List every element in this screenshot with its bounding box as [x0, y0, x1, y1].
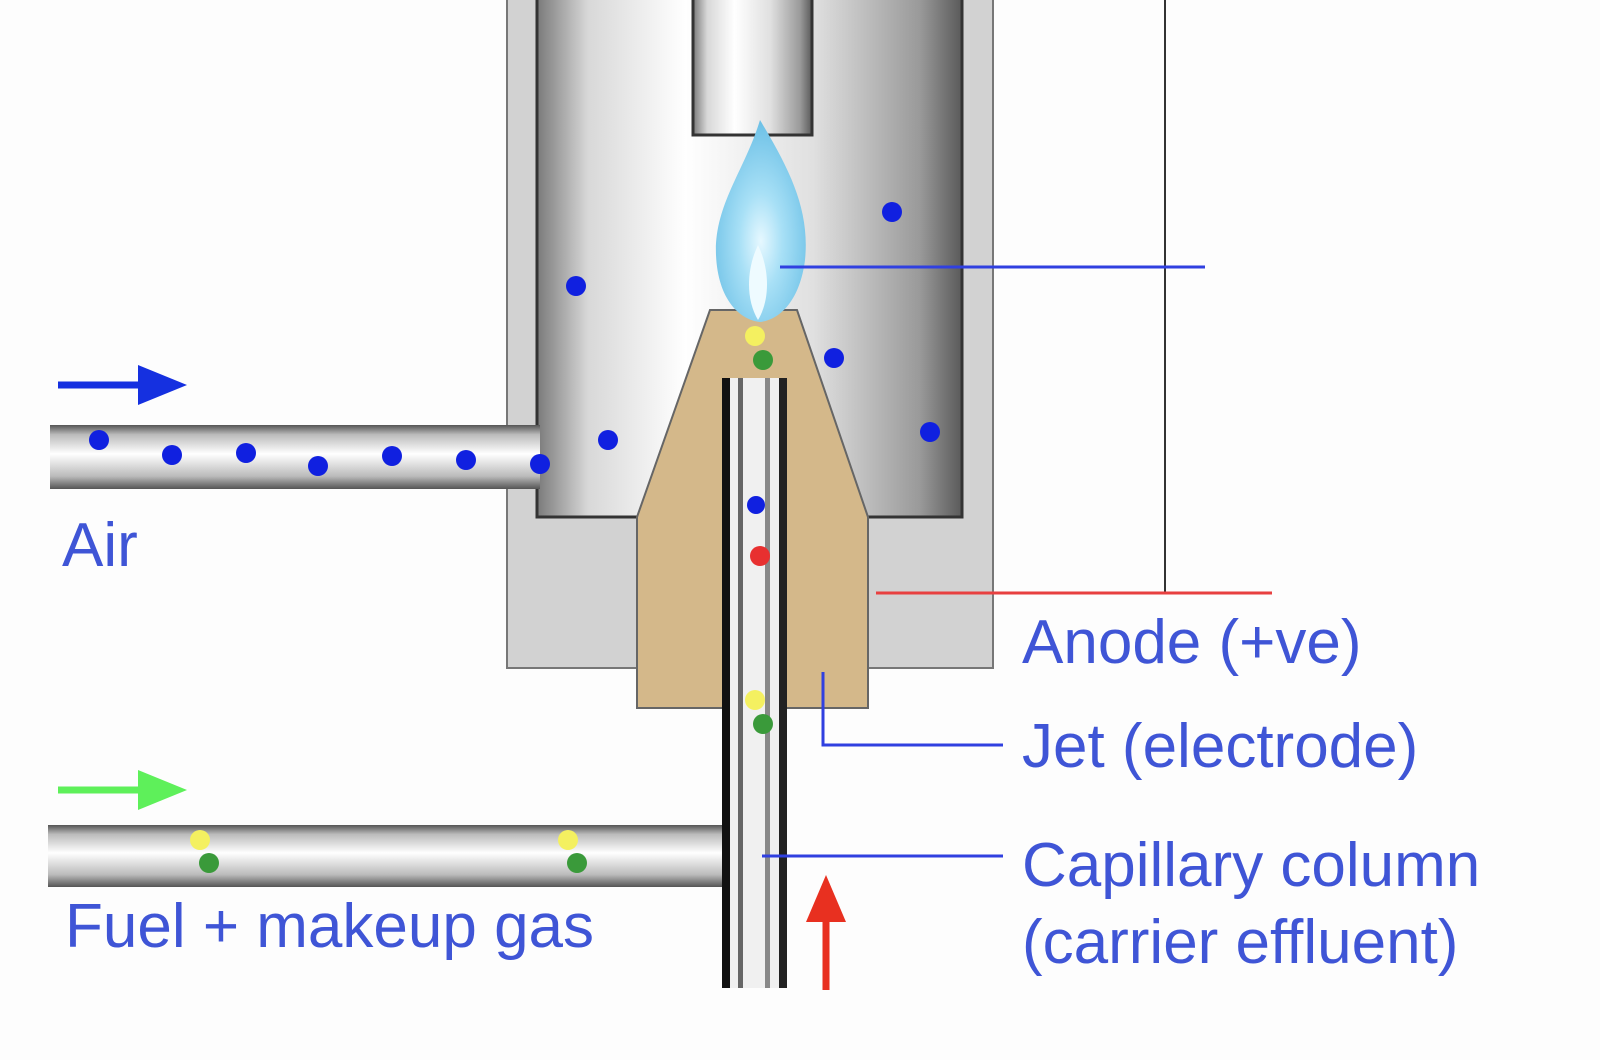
air-arrow-icon	[58, 365, 187, 405]
flame-icon	[715, 120, 806, 322]
capillary-sub-label: (carrier effluent)	[1022, 908, 1458, 977]
capillary-column	[722, 378, 787, 988]
jet-label: Jet (electrode)	[1022, 712, 1418, 781]
air-label: Air	[62, 511, 138, 580]
jet-leader	[821, 672, 1003, 747]
fuel-molecules	[190, 326, 773, 873]
capillary-label: Capillary column	[1022, 831, 1480, 900]
fuel-label: Fuel + makeup gas	[65, 892, 594, 961]
anode-label: Anode (+ve)	[1022, 608, 1362, 677]
air-molecules	[89, 202, 940, 514]
carrier-arrow-icon	[806, 875, 846, 990]
fuel-arrow-icon	[58, 770, 187, 810]
fuel-inlet-pipe	[48, 825, 726, 887]
collector-electrode	[691, 0, 814, 137]
